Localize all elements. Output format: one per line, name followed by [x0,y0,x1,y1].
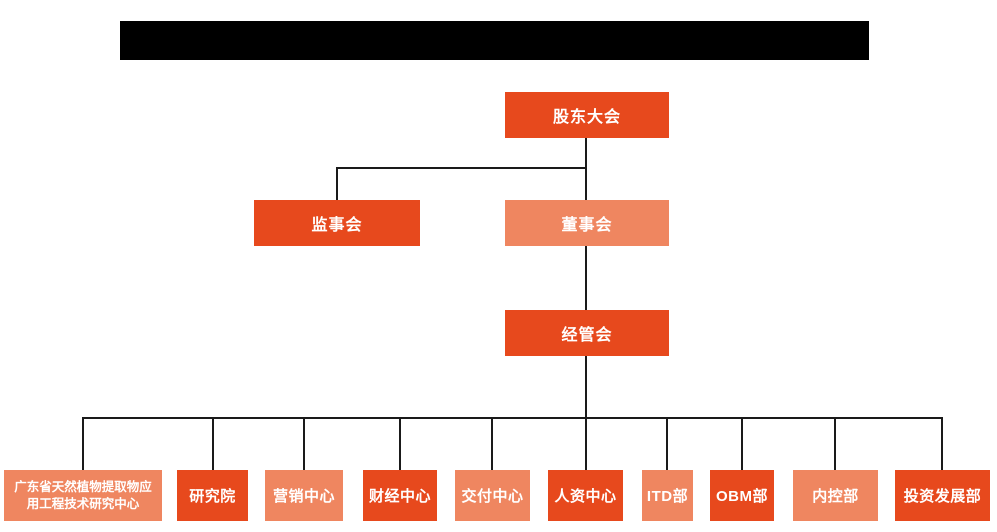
connector-drop-dept-3 [399,417,401,471]
connector-drop-supervisory [336,167,338,201]
dept-node-research-institute: 研究院 [177,470,248,521]
dept-node-investment-development: 投资发展部 [895,470,990,521]
dept-node-internal-control: 内控部 [793,470,878,521]
connector-management-to-bus [585,355,587,471]
dept-node-finance-center: 财经中心 [363,470,437,521]
connector-drop-dept-6 [666,417,668,471]
connector-drop-dept-2 [303,417,305,471]
connector-drop-dept-0 [82,417,84,471]
org-node-management-committee: 经管会 [505,310,669,356]
dept-node-hr-center: 人资中心 [548,470,623,521]
connector-drop-dept-8 [834,417,836,471]
dept-node-marketing-center: 营销中心 [265,470,343,521]
connector-branch-horizontal [336,167,587,169]
connector-drop-dept-9 [941,417,943,471]
redacted-title-bar [120,21,869,60]
connector-stem-top [585,137,587,202]
connector-bus-horizontal [82,417,943,419]
dept-node-delivery-center: 交付中心 [455,470,530,521]
connector-board-to-management [585,245,587,311]
dept-node-itd: ITD部 [642,470,693,521]
org-node-shareholders-meeting: 股东大会 [505,92,669,138]
connector-drop-dept-4 [491,417,493,471]
connector-drop-dept-1 [212,417,214,471]
org-node-supervisory-board: 监事会 [254,200,420,246]
org-node-board-of-directors: 董事会 [505,200,669,246]
dept-node-obm: OBM部 [710,470,774,521]
connector-drop-dept-7 [741,417,743,471]
dept-node-research-center: 广东省天然植物提取物应用工程技术研究中心 [4,470,162,521]
